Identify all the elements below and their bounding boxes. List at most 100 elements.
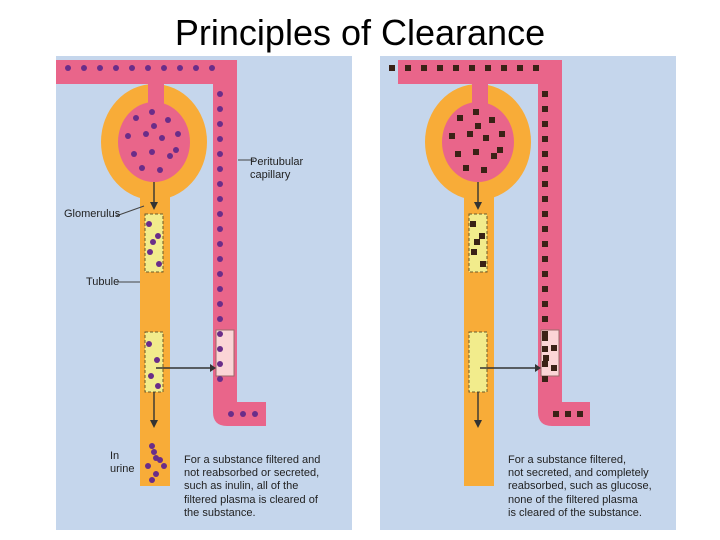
glucose-square	[542, 346, 548, 352]
glucose-square	[421, 65, 427, 71]
glucose-square	[542, 121, 548, 127]
inulin-dot	[217, 211, 223, 217]
inulin-dot	[177, 65, 183, 71]
glucose-square	[481, 167, 487, 173]
glucose-square	[542, 106, 548, 112]
afferent-arteriole	[148, 76, 164, 106]
caption-line: such as inulin, all of the	[184, 480, 299, 493]
inulin-dot	[217, 271, 223, 277]
inulin-dot	[217, 256, 223, 262]
inulin-dot	[217, 196, 223, 202]
inulin-dot	[175, 131, 181, 137]
inulin-dot	[151, 449, 157, 455]
inulin-dot	[156, 261, 162, 267]
glomerulus	[118, 102, 190, 182]
glucose-square	[542, 301, 548, 307]
glucose-square	[453, 65, 459, 71]
glucose-square	[542, 335, 548, 341]
glucose-square	[473, 149, 479, 155]
inulin-dot	[146, 221, 152, 227]
glucose-nephron-diagram	[389, 60, 590, 486]
arrow-down-icon	[150, 202, 158, 210]
inulin-molecules	[65, 65, 258, 483]
inulin-dot	[240, 411, 246, 417]
inulin-dot	[146, 341, 152, 347]
glucose-square	[389, 65, 395, 71]
glucose-caption: For a substance filtered, not secreted, …	[508, 454, 652, 520]
glucose-square	[517, 65, 523, 71]
glucose-square	[565, 411, 571, 417]
glucose-square	[457, 115, 463, 121]
glucose-square	[553, 411, 559, 417]
inulin-dot	[161, 463, 167, 469]
glucose-square	[543, 355, 549, 361]
cleared-plasma-segment	[215, 329, 235, 377]
glucose-square	[551, 365, 557, 371]
caption-line: reabsorbed, such as glucose,	[508, 480, 652, 493]
glucose-square	[467, 131, 473, 137]
glucose-square	[485, 65, 491, 71]
caption-line: not secreted, and completely	[508, 467, 649, 480]
caption-line: none of the filtered plasma	[508, 493, 638, 506]
glucose-square	[542, 166, 548, 172]
inulin-dot	[217, 181, 223, 187]
inulin-dot	[154, 357, 160, 363]
inulin-dot	[217, 166, 223, 172]
glucose-square	[469, 65, 475, 71]
peritubular-capillary-label: Peritubular capillary	[250, 156, 303, 182]
inulin-dot	[161, 65, 167, 71]
glucose-square	[542, 286, 548, 292]
arrow-right-icon	[210, 364, 216, 372]
inulin-dot	[217, 226, 223, 232]
inulin-clearance-panel: Peritubular capillary Glomerulus Tubule …	[56, 56, 352, 530]
glucose-square	[551, 345, 557, 351]
glucose-square	[542, 241, 548, 247]
glucose-square	[542, 361, 548, 367]
caption-line: filtered plasma is cleared of	[184, 493, 318, 506]
arrow-down-icon	[474, 420, 482, 428]
caption-line: is cleared of the substance.	[508, 506, 642, 519]
inulin-caption: For a substance filtered and not reabsor…	[184, 454, 320, 520]
peritubular-capillary	[56, 60, 266, 426]
inulin-dot	[217, 376, 223, 382]
glucose-square	[463, 165, 469, 171]
inulin-dot	[151, 123, 157, 129]
inulin-dot	[155, 383, 161, 389]
inulin-dot	[153, 471, 159, 477]
inulin-dot	[217, 346, 223, 352]
inulin-dot	[217, 286, 223, 292]
caption-line: not reabsorbed or secreted,	[184, 467, 320, 480]
inulin-dot	[217, 121, 223, 127]
glucose-square	[473, 109, 479, 115]
label-line: Peritubular	[250, 156, 304, 168]
inulin-dot	[217, 106, 223, 112]
glucose-square	[542, 151, 548, 157]
inulin-dot	[167, 153, 173, 159]
inulin-dot	[228, 411, 234, 417]
label-line: urine	[110, 462, 135, 475]
glucose-square	[542, 211, 548, 217]
inulin-dot	[159, 135, 165, 141]
glucose-square	[542, 271, 548, 277]
inulin-dot	[129, 65, 135, 71]
inulin-dot	[131, 151, 137, 157]
inulin-dot	[81, 65, 87, 71]
glucose-square	[501, 65, 507, 71]
glucose-square	[480, 261, 486, 267]
inulin-dot	[217, 241, 223, 247]
glucose-clearance-panel: For a substance filtered, not secreted, …	[380, 56, 676, 530]
afferent-arteriole	[472, 76, 488, 106]
inulin-dot	[147, 249, 153, 255]
inulin-dot	[113, 65, 119, 71]
arrow-right-icon	[535, 364, 541, 372]
slide-title: Principles of Clearance	[174, 12, 546, 53]
glucose-molecules	[389, 65, 583, 417]
flow-arrows	[153, 182, 210, 422]
inulin-dot	[209, 65, 215, 71]
glucose-square	[542, 181, 548, 187]
inulin-dot	[133, 115, 139, 121]
tubule-label: Tubule	[86, 276, 120, 288]
inulin-dot	[217, 151, 223, 157]
glucose-square	[542, 256, 548, 262]
inulin-dot	[157, 457, 163, 463]
